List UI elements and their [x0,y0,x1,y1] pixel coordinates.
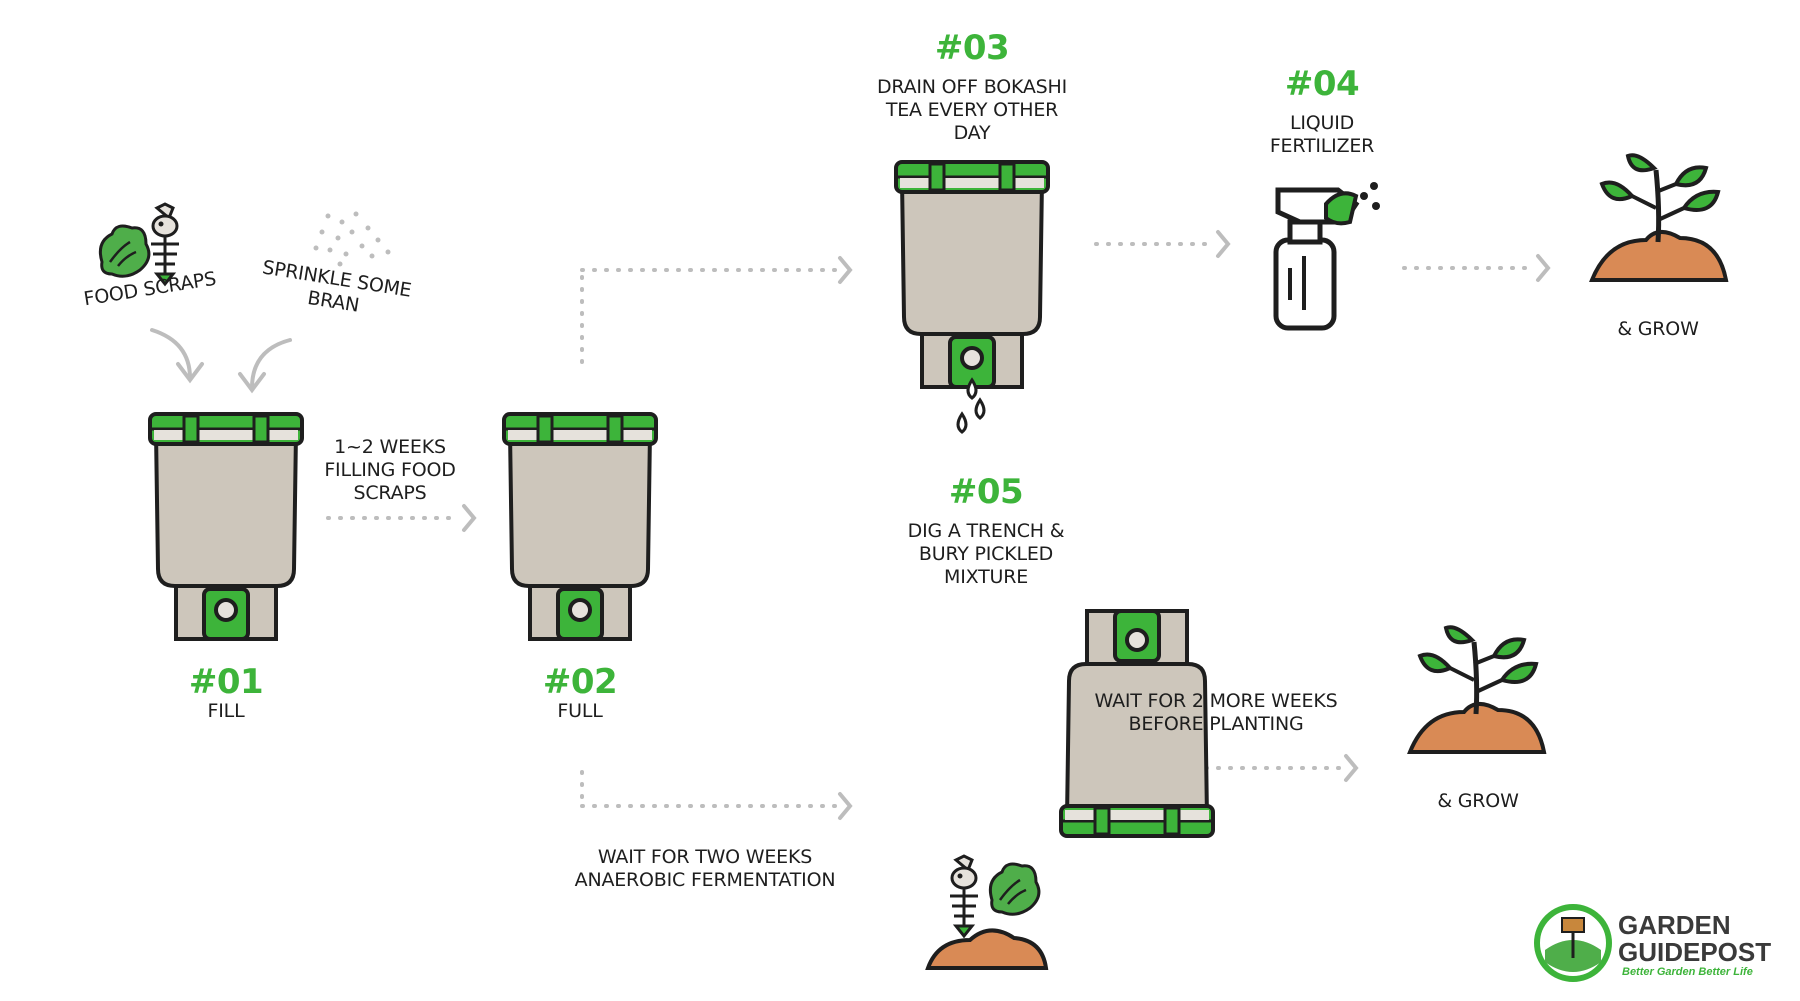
step-05-number: #05 [948,472,1024,512]
step-01-number: #01 [188,662,264,702]
water-drop-icon [956,377,986,434]
grow-top-label: & GROW [1617,318,1699,340]
step-04-label: LIQUID FERTILIZER [1269,112,1375,157]
before-planting-label: WAIT FOR 2 MORE WEEKS BEFORE PLANTING [1094,690,1338,735]
step-01-label: FILL [207,700,245,722]
spray-bottle-icon [1273,182,1380,331]
step-03-number: #03 [934,28,1010,68]
bucket-icon-drain [894,160,1050,389]
step-02-number: #02 [542,662,618,702]
bran-dots-icon [313,211,391,267]
grow-bottom-label: & GROW [1437,790,1519,812]
bucket-icon-full [502,412,658,641]
step-04-number: #04 [1284,64,1360,104]
step-05-label: DIG A TRENCH & BURY PICKLED MIXTURE [907,520,1065,588]
sprout-icon-bottom [1410,627,1544,752]
garden-guidepost-logo-icon [1534,904,1612,982]
fermentation-label: WAIT FOR TWO WEEKS ANAEROBIC FERMENTATIO… [574,846,836,891]
bucket-icon-fill [148,412,304,641]
soil-mound-icon [925,928,1049,970]
fish-bone-icon [149,202,181,286]
step-02-label: FULL [557,700,603,722]
fill-to-full-label: 1~2 WEEKS FILLING FOOD SCRAPS [324,436,456,504]
step-03-label: DRAIN OFF BOKASHI TEA EVERY OTHER DAY [876,76,1068,144]
lettuce-icon [98,224,151,278]
logo-title: GARDEN GUIDEPOST [1618,910,1772,967]
connector-arrows [150,230,1551,820]
fish-bone-icon-buried [948,854,980,938]
sprout-icon-top [1592,155,1726,280]
logo-tagline: Better Garden Better Life [1622,966,1753,978]
lettuce-icon-buried [988,862,1041,916]
